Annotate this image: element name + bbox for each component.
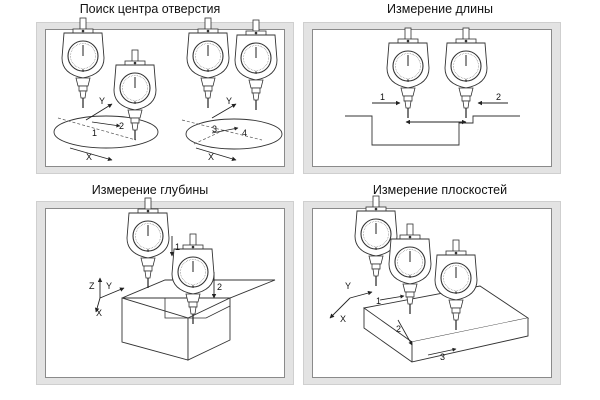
axis-x-left: X <box>86 152 92 162</box>
indicator-2b <box>444 27 488 119</box>
axis-y-depth: Y <box>106 281 112 291</box>
step-1-depth: 1 <box>175 242 180 252</box>
panel-title-length: Измерение длины <box>387 2 493 16</box>
indicator-3a <box>126 197 170 289</box>
axis-y-left: Y <box>99 96 105 106</box>
step-2-left: 2 <box>119 121 124 131</box>
depth-diagram: Z Y X 1 2 <box>89 197 276 361</box>
step-2-length: 2 <box>496 92 501 102</box>
panel-title-flatness: Измерение плоскостей <box>372 183 508 197</box>
axis-z-depth: Z <box>89 281 95 291</box>
axis-y-flat: Y <box>345 281 351 291</box>
flatness-diagram: Y X 1 2 3 <box>329 195 530 363</box>
center-finding-diagram: Y X 1 2 Y X 3 4 <box>53 17 283 162</box>
step-3-right: 3 <box>212 124 217 134</box>
step-3-flat: 3 <box>440 352 445 362</box>
panel-length <box>303 22 561 174</box>
step-4-right: 4 <box>242 128 247 138</box>
indicator-1d <box>234 19 278 111</box>
step-2-depth: 2 <box>217 282 222 292</box>
indicator-1a <box>61 17 105 109</box>
indicator-1c <box>186 17 230 109</box>
panel-title-center-finding: Поиск центра отверстия <box>79 2 221 16</box>
axis-y-right: Y <box>226 96 232 106</box>
step-1-length: 1 <box>380 92 385 102</box>
axis-x-depth: X <box>96 308 102 318</box>
length-diagram: 1 2 <box>345 27 520 146</box>
axis-x-right: X <box>208 152 214 162</box>
indicator-2a <box>386 27 430 119</box>
axis-x-flat: X <box>340 314 346 324</box>
step-1-flat: 1 <box>376 296 381 306</box>
step-1-left: 1 <box>92 128 97 138</box>
step-2-flat: 2 <box>396 324 401 334</box>
panel-title-depth: Измерение глубины <box>91 183 209 197</box>
